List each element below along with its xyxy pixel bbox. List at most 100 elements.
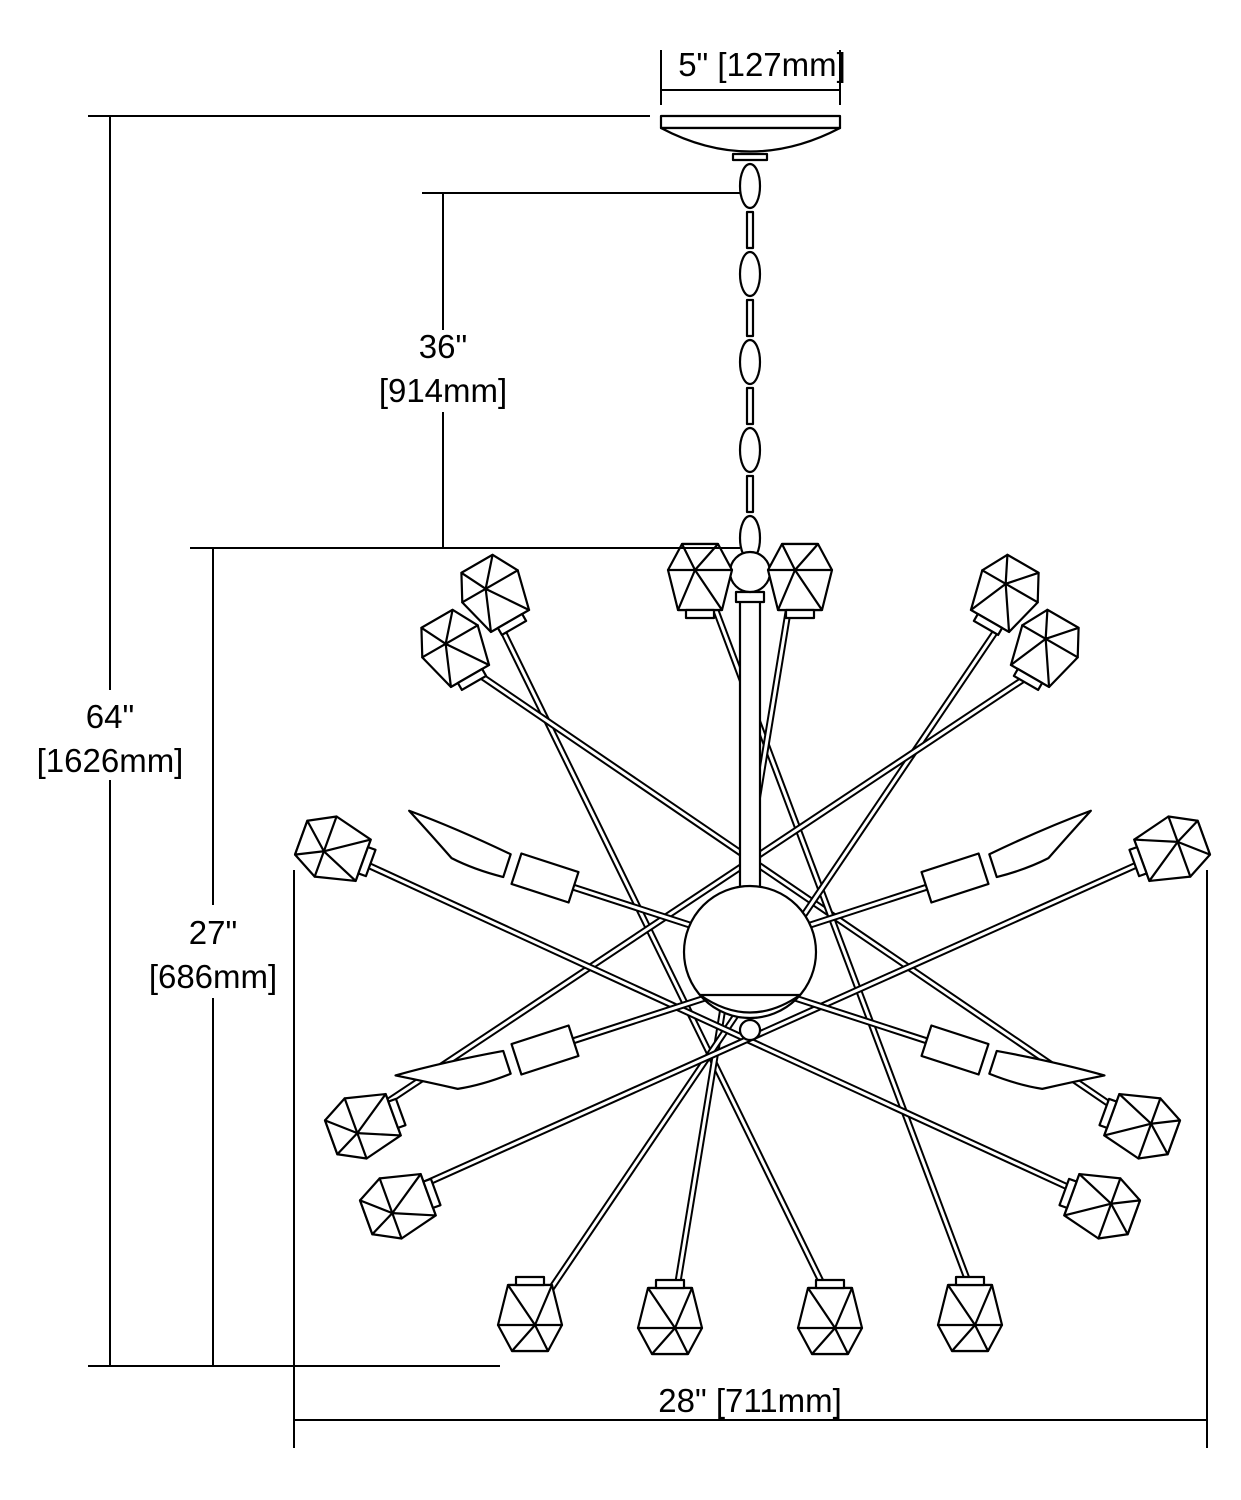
crystal-head-icon [936, 1275, 1004, 1353]
overall-height-imperial: 64" [86, 698, 134, 735]
crystal-facet [460, 553, 494, 590]
fixture-height-imperial: 27" [189, 914, 237, 951]
crystal-head-icon [969, 553, 1040, 637]
candle-bulb-icon [988, 809, 1092, 879]
candle-arm [394, 987, 727, 1090]
candle-arm [408, 809, 727, 941]
crystal-facet [378, 1177, 403, 1240]
candle-rod-inner [544, 989, 727, 1052]
crystal-facet [1137, 1097, 1162, 1160]
crystal-facet [810, 1326, 850, 1356]
crystal-collar [1098, 1097, 1118, 1129]
chain-link [738, 426, 762, 474]
crystal-facet [1097, 1177, 1122, 1240]
crystal-facet [1021, 624, 1079, 659]
chandelier-illustration [293, 114, 1212, 1356]
candle-bulb-icon [408, 809, 512, 879]
chain-link [738, 162, 762, 210]
candle-bulb-icon [988, 1049, 1106, 1090]
dimension-chain-length: 36" [914mm] [190, 192, 740, 549]
arm-rod-inner [464, 663, 1141, 1127]
crystal-head-icon [766, 542, 834, 620]
crystal-collar [387, 1097, 407, 1129]
crystal-collar [654, 1278, 686, 1290]
crystal-collar [1128, 846, 1148, 878]
dimension-canopy-width: 5" [127mm] [660, 46, 846, 105]
candle-sleeve [920, 852, 990, 904]
crystal-collar [972, 612, 1004, 637]
crystal-facet [323, 1119, 359, 1156]
candle-rod-inner [773, 989, 956, 1052]
crystal-head-icon [666, 542, 734, 620]
chain-link [745, 298, 755, 338]
crystal-facet [1044, 608, 1080, 640]
crystal-heads [293, 542, 1212, 1356]
crystal-head-icon [1009, 608, 1080, 692]
canopy-width-label: 5" [127mm] [678, 46, 846, 83]
arm-rod-inner [399, 848, 1171, 1197]
crystal-facet [1110, 1199, 1142, 1236]
crystal-facet [950, 1323, 990, 1353]
crystal-facet [981, 569, 1039, 604]
crystal-head-icon [460, 553, 531, 637]
fixture-height-metric: [686mm] [149, 958, 277, 995]
crystal-collar [496, 612, 528, 637]
crystal-facet [420, 608, 454, 645]
crystal-collar [954, 1275, 986, 1287]
crystal-head-icon [1058, 1172, 1142, 1240]
crystal-collar [456, 667, 488, 692]
arm-rod-inner [498, 624, 837, 1311]
crystal-collar [422, 1177, 442, 1209]
crystal-collar [784, 608, 816, 620]
dimension-fixture-height: 27" [686mm] [149, 548, 277, 1366]
crystal-head-icon [636, 1278, 704, 1356]
arm-rod-inner [334, 848, 1086, 1197]
crystal-facet [358, 1199, 394, 1236]
crystal-head-icon [420, 608, 491, 692]
candle-sleeve [510, 852, 580, 904]
crystal-facet [313, 815, 338, 878]
chain-link [745, 210, 755, 250]
candle-sleeve [920, 1024, 990, 1076]
crystal-collar [814, 1278, 846, 1290]
canopy [659, 114, 842, 162]
dimension-fixture-width: 28" [711mm] [293, 870, 1208, 1448]
candle-sleeve [510, 1024, 580, 1076]
center-sphere [682, 550, 818, 1042]
dimension-overall-height: 64" [1626mm] [37, 115, 650, 1367]
crystal-facet [1150, 1119, 1182, 1156]
arm-rod-inner [359, 663, 1046, 1122]
chain-length-metric: [914mm] [379, 372, 507, 409]
crystal-head-icon [1128, 815, 1212, 883]
chain-length-imperial: 36" [419, 328, 467, 365]
chain-link [738, 338, 762, 386]
chain [738, 162, 762, 562]
candle-bulb-icon [394, 1049, 512, 1090]
crystal-facet [343, 1097, 368, 1160]
crystal-facet [1004, 553, 1040, 585]
crystal-collar [1012, 667, 1044, 692]
crystal-facet [780, 542, 820, 572]
crystal-head-icon [293, 815, 377, 883]
crystal-collar [1058, 1177, 1078, 1209]
crystal-head-icon [796, 1278, 864, 1356]
chain-link [745, 474, 755, 514]
crystal-facet [510, 1323, 550, 1353]
crystal-collar [357, 846, 377, 878]
chain-link [738, 250, 762, 298]
crystal-head-icon [1098, 1092, 1182, 1160]
crystal-facet [293, 819, 325, 856]
candle-arm [773, 987, 1106, 1090]
crystal-head-icon [358, 1172, 442, 1240]
crystal-facet [650, 1326, 690, 1356]
crystal-facet [1167, 815, 1192, 878]
crystal-facet [461, 569, 519, 604]
crystal-head-icon [323, 1092, 407, 1160]
crystal-facet [680, 542, 720, 572]
overall-height-metric: [1626mm] [37, 742, 184, 779]
crystal-head-icon [496, 1275, 564, 1353]
fixture-width-label: 28" [711mm] [658, 1382, 842, 1419]
crystal-facet [1176, 819, 1212, 856]
